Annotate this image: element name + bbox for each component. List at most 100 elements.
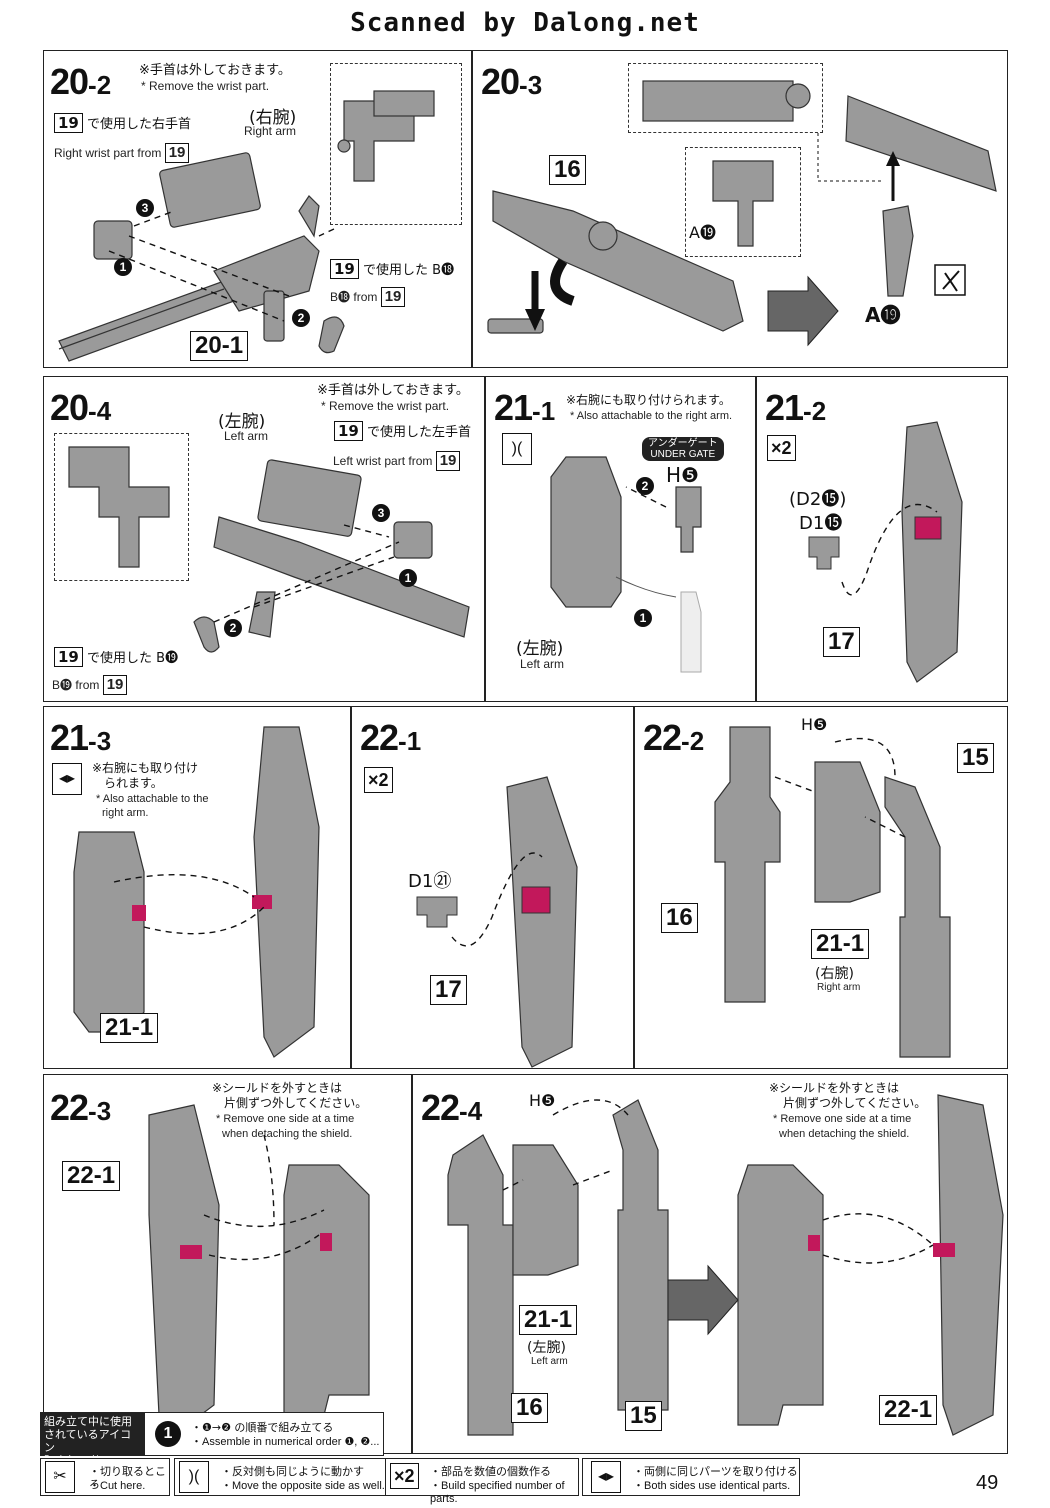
b-en-line: B⓲ from 19 <box>330 287 406 307</box>
note-jp-2: られます。 <box>104 776 163 790</box>
note-en: * Remove the wrist part. <box>321 399 450 413</box>
step-number: 20-4 <box>50 387 111 429</box>
note-jp: ※右腕にも取り付けられます。 <box>566 393 731 407</box>
b-en-from: from <box>353 290 378 304</box>
part-h5: H❺ <box>801 715 828 734</box>
note-jp: ※手首は外しておきます。 <box>317 383 469 398</box>
step-minor: -2 <box>88 70 112 100</box>
arm-joint-illustration <box>550 456 702 673</box>
panel-21-1: 21-1 ※右腕にも取り付けられます。 * Also attachable to… <box>485 376 756 702</box>
arm-en: Left arm <box>224 429 269 443</box>
step-number: 22-3 <box>50 1087 111 1129</box>
step-ref-box: 19 <box>164 143 190 163</box>
panel-22-1: 22-1 ×2 D1㉑ 17 <box>351 706 634 1069</box>
part-d1: D1⓯ <box>799 513 843 534</box>
step-minor: -3 <box>519 70 543 100</box>
step-ref-box: 19 <box>54 113 83 133</box>
step-ref-box: 19 <box>330 259 359 279</box>
step-number: 22-2 <box>643 717 704 759</box>
legend-both-jp: ・両側に同じパーツを取り付ける <box>633 1465 798 1478</box>
legend-opposite: )( ・反対側も同じように動かす ・Move the opposite side… <box>174 1458 386 1496</box>
source-line: 19 で使用した左手首 <box>334 421 471 441</box>
step-minor: -2 <box>681 726 705 756</box>
step-minor: -4 <box>459 1096 483 1126</box>
shield-illustration <box>808 421 963 683</box>
note-jp: ※手首は外しておきます。 <box>139 63 291 78</box>
step-major: 21 <box>765 387 804 428</box>
detail-inset <box>330 63 462 225</box>
step-minor: -1 <box>398 726 422 756</box>
part-21-1: 21-1 <box>519 1305 578 1335</box>
arm-jp: (右腕) <box>249 108 297 128</box>
step-major: 22 <box>643 717 682 758</box>
legend-icons: ✂ ・切り取るところ ・Cut here. )( ・反対側も同じように動かす ・… <box>40 1458 970 1505</box>
part-16: 16 <box>549 155 586 185</box>
step-number: 21-2 <box>765 387 826 429</box>
legend-title-jp-2: されているアイコン <box>44 1428 132 1454</box>
final-assembly-illustration <box>447 1094 1004 1436</box>
note-en: * Remove the wrist part. <box>141 79 270 93</box>
source-jp: で使用した右手首 <box>87 117 192 132</box>
legend-both: ◂▸ ・両側に同じパーツを取り付ける ・Both sides use ident… <box>582 1458 800 1496</box>
legend-cut-en: ・Cut here. <box>89 1480 146 1492</box>
note-en-2: right arm. <box>102 807 149 819</box>
gatling-arm-illustration <box>714 726 951 1058</box>
panel-20-3: 20-3 16 A⓳ A⓳ <box>472 50 1008 368</box>
gun-rotation-illustration <box>487 80 997 347</box>
source-en: Left wrist part from <box>333 454 433 468</box>
step-ref-box: 19 <box>380 287 406 307</box>
step-major: 22 <box>360 717 399 758</box>
step-number: 20-3 <box>481 61 542 103</box>
gun-assembly-illustration <box>58 90 435 362</box>
part-16: 16 <box>511 1393 548 1423</box>
part-h5: H❺ <box>666 463 699 487</box>
part-16: 16 <box>661 903 698 933</box>
order-icon: 1 <box>155 1421 181 1447</box>
note-en-1: * Remove one side at a time <box>216 1113 355 1125</box>
b-jp: で使用した <box>87 651 153 666</box>
note-en-1: * Remove one side at a time <box>773 1113 912 1125</box>
arm-en: Left arm <box>520 657 565 671</box>
build-count-icon: ×2 <box>390 1463 419 1489</box>
order-3: 3 <box>372 504 390 522</box>
note-en-2: when detaching the shield. <box>779 1128 910 1140</box>
step-major: 20 <box>50 387 89 428</box>
part-21-1: 21-1 <box>100 1013 159 1043</box>
both-sides-icon: ◂▸ <box>52 763 82 795</box>
legend-count-jp: ・部品を数値の個数作る <box>430 1465 551 1478</box>
move-opposite-icon: )( <box>502 433 532 465</box>
arm-jp: (右腕) <box>815 966 854 982</box>
step-ref-box: 19 <box>334 421 363 441</box>
arm-jp: (左腕) <box>516 639 564 659</box>
step-minor: -2 <box>803 396 827 426</box>
detail-inset-mid <box>685 147 801 257</box>
step-major: 21 <box>50 717 89 758</box>
b-en-part: B⓳ <box>52 678 73 692</box>
part-22-1: 22-1 <box>879 1395 938 1425</box>
step-number: 22-1 <box>360 717 421 759</box>
arm-en: Right arm <box>817 982 861 993</box>
a19-inset: A⓳ <box>689 223 716 242</box>
shield-illustration <box>416 776 578 1068</box>
legend-order-en: ・Assemble in numerical order ❶, ❷... <box>191 1436 380 1448</box>
detail-inset-top <box>628 63 823 133</box>
part-17: 17 <box>823 627 860 657</box>
legend-cut-jp: ・切り取るところ <box>89 1465 166 1491</box>
note-jp-1: ※シールドを外すときは <box>769 1081 900 1095</box>
order-3: 3 <box>136 199 154 217</box>
step-ref-box: 19 <box>102 675 128 695</box>
shield-attach-illustration <box>73 726 320 1058</box>
legend-order-jp: ・❶→❷ の順番で組み立てる <box>191 1421 334 1434</box>
cut-icon: ✂ <box>45 1461 75 1493</box>
source-en-line: Right wrist part from 19 <box>54 143 190 163</box>
legend-count: ×2 ・部品を数値の個数作る ・Build specified number o… <box>385 1458 579 1505</box>
step-number: 20-2 <box>50 61 111 103</box>
note-en-2: when detaching the shield. <box>222 1128 353 1140</box>
step-number: 21-3 <box>50 717 111 759</box>
note-en-1: * Also attachable to the <box>96 793 209 805</box>
build-count-icon: ×2 <box>767 435 796 461</box>
part-d2: (D2⓯) <box>789 489 847 510</box>
legend-title-jp-1: 組み立て中に使用 <box>44 1415 132 1428</box>
legend-title: 組み立て中に使用 されているアイコン Symbols used in instr… <box>41 1413 145 1472</box>
source-jp: で使用した左手首 <box>367 425 472 440</box>
